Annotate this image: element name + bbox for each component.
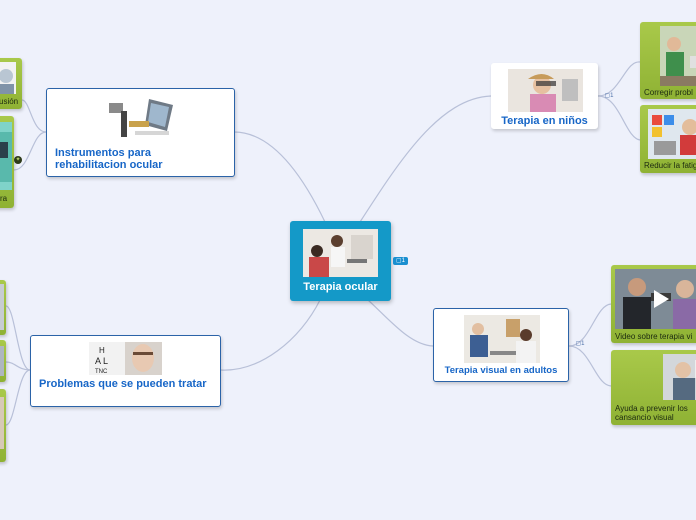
link-ninos-reducir: [598, 96, 640, 140]
instrumentos-image: [105, 97, 177, 141]
problemas-image: H A L TNC: [89, 342, 162, 375]
leaf-problemas-3[interactable]: [0, 389, 6, 462]
leaf-corregir-image: [660, 26, 696, 86]
leaf-ra[interactable]: ra: [0, 116, 14, 208]
central-topic-label: Terapia ocular: [290, 281, 391, 293]
leaf-fusion-caption: usión: [0, 97, 18, 106]
leaf-video[interactable]: Video sobre terapia vi: [611, 265, 696, 343]
topic-ninos-badge-count: 1: [610, 93, 613, 99]
link-center-ninos: [360, 96, 491, 222]
central-topic[interactable]: Terapia ocular: [290, 221, 391, 301]
link-adultos-ayuda: [569, 346, 611, 386]
leaf-ayuda-image: [663, 354, 696, 400]
adultos-image: [464, 315, 540, 363]
leaf-fusion[interactable]: usión: [0, 58, 22, 109]
topic-ninos-label: Terapia en niños: [492, 115, 597, 127]
topic-ninos-badge[interactable]: ▢1: [602, 92, 616, 100]
link-center-instrumentos: [234, 132, 325, 222]
central-topic-badge-count: 1: [402, 258, 405, 264]
leaf-video-image: [615, 269, 696, 329]
link-ninos-corregir: [598, 62, 640, 96]
leaf-problemas-1-image: [0, 284, 4, 330]
topic-adultos-badge-count: 1: [581, 341, 584, 347]
leaf-problemas-1[interactable]: [0, 280, 6, 335]
play-icon[interactable]: [654, 290, 669, 308]
link-problemas-l2: [6, 362, 30, 370]
link-globe-icon[interactable]: ✦: [14, 156, 22, 164]
link-problemas-l1: [6, 306, 30, 370]
leaf-corregir-caption: Corregir probl: [644, 88, 693, 97]
central-topic-image: [303, 229, 378, 277]
link-instrumentos-fusion: [22, 100, 46, 132]
topic-problemas[interactable]: H A L TNC Problemas que se pueden tratar: [30, 335, 221, 407]
topic-problemas-label: Problemas que se pueden tratar: [39, 378, 214, 390]
leaf-reducir-caption: Reducir la fatig: [644, 161, 696, 170]
svg-text:A L: A L: [95, 356, 108, 366]
ninos-image: [508, 69, 583, 112]
link-center-problemas: [221, 300, 320, 370]
leaf-problemas-2-image: [0, 346, 4, 376]
leaf-fusion-image: [0, 62, 16, 94]
topic-ninos[interactable]: Terapia en niños: [491, 63, 598, 129]
leaf-ayuda[interactable]: Ayuda a prevenir los cansancio visual: [611, 350, 696, 425]
link-center-adultos: [368, 300, 433, 346]
topic-instrumentos[interactable]: Instrumentos para rehabilitacion ocular: [46, 88, 235, 177]
leaf-ayuda-caption: Ayuda a prevenir los cansancio visual: [615, 404, 696, 422]
leaf-ra-image: [0, 122, 12, 190]
svg-text:H: H: [99, 346, 105, 355]
topic-instrumentos-label: Instrumentos para rehabilitacion ocular: [55, 147, 225, 171]
leaf-problemas-3-image: [0, 397, 4, 449]
leaf-reducir-image: [648, 109, 696, 159]
svg-text:TNC: TNC: [95, 369, 108, 375]
leaf-corregir[interactable]: Corregir probl: [640, 22, 696, 99]
topic-adultos[interactable]: Terapia visual en adultos: [433, 308, 569, 382]
topic-adultos-badge[interactable]: ▢1: [573, 340, 587, 348]
central-topic-badge[interactable]: ▢1: [393, 257, 408, 265]
leaf-video-caption: Video sobre terapia vi: [615, 332, 692, 341]
link-instrumentos-ra: [14, 132, 46, 170]
leaf-ra-caption: ra: [0, 194, 7, 203]
link-problemas-l3: [6, 370, 30, 425]
leaf-problemas-2[interactable]: [0, 340, 6, 382]
leaf-reducir[interactable]: Reducir la fatig: [640, 105, 696, 173]
topic-adultos-label: Terapia visual en adultos: [434, 365, 568, 377]
